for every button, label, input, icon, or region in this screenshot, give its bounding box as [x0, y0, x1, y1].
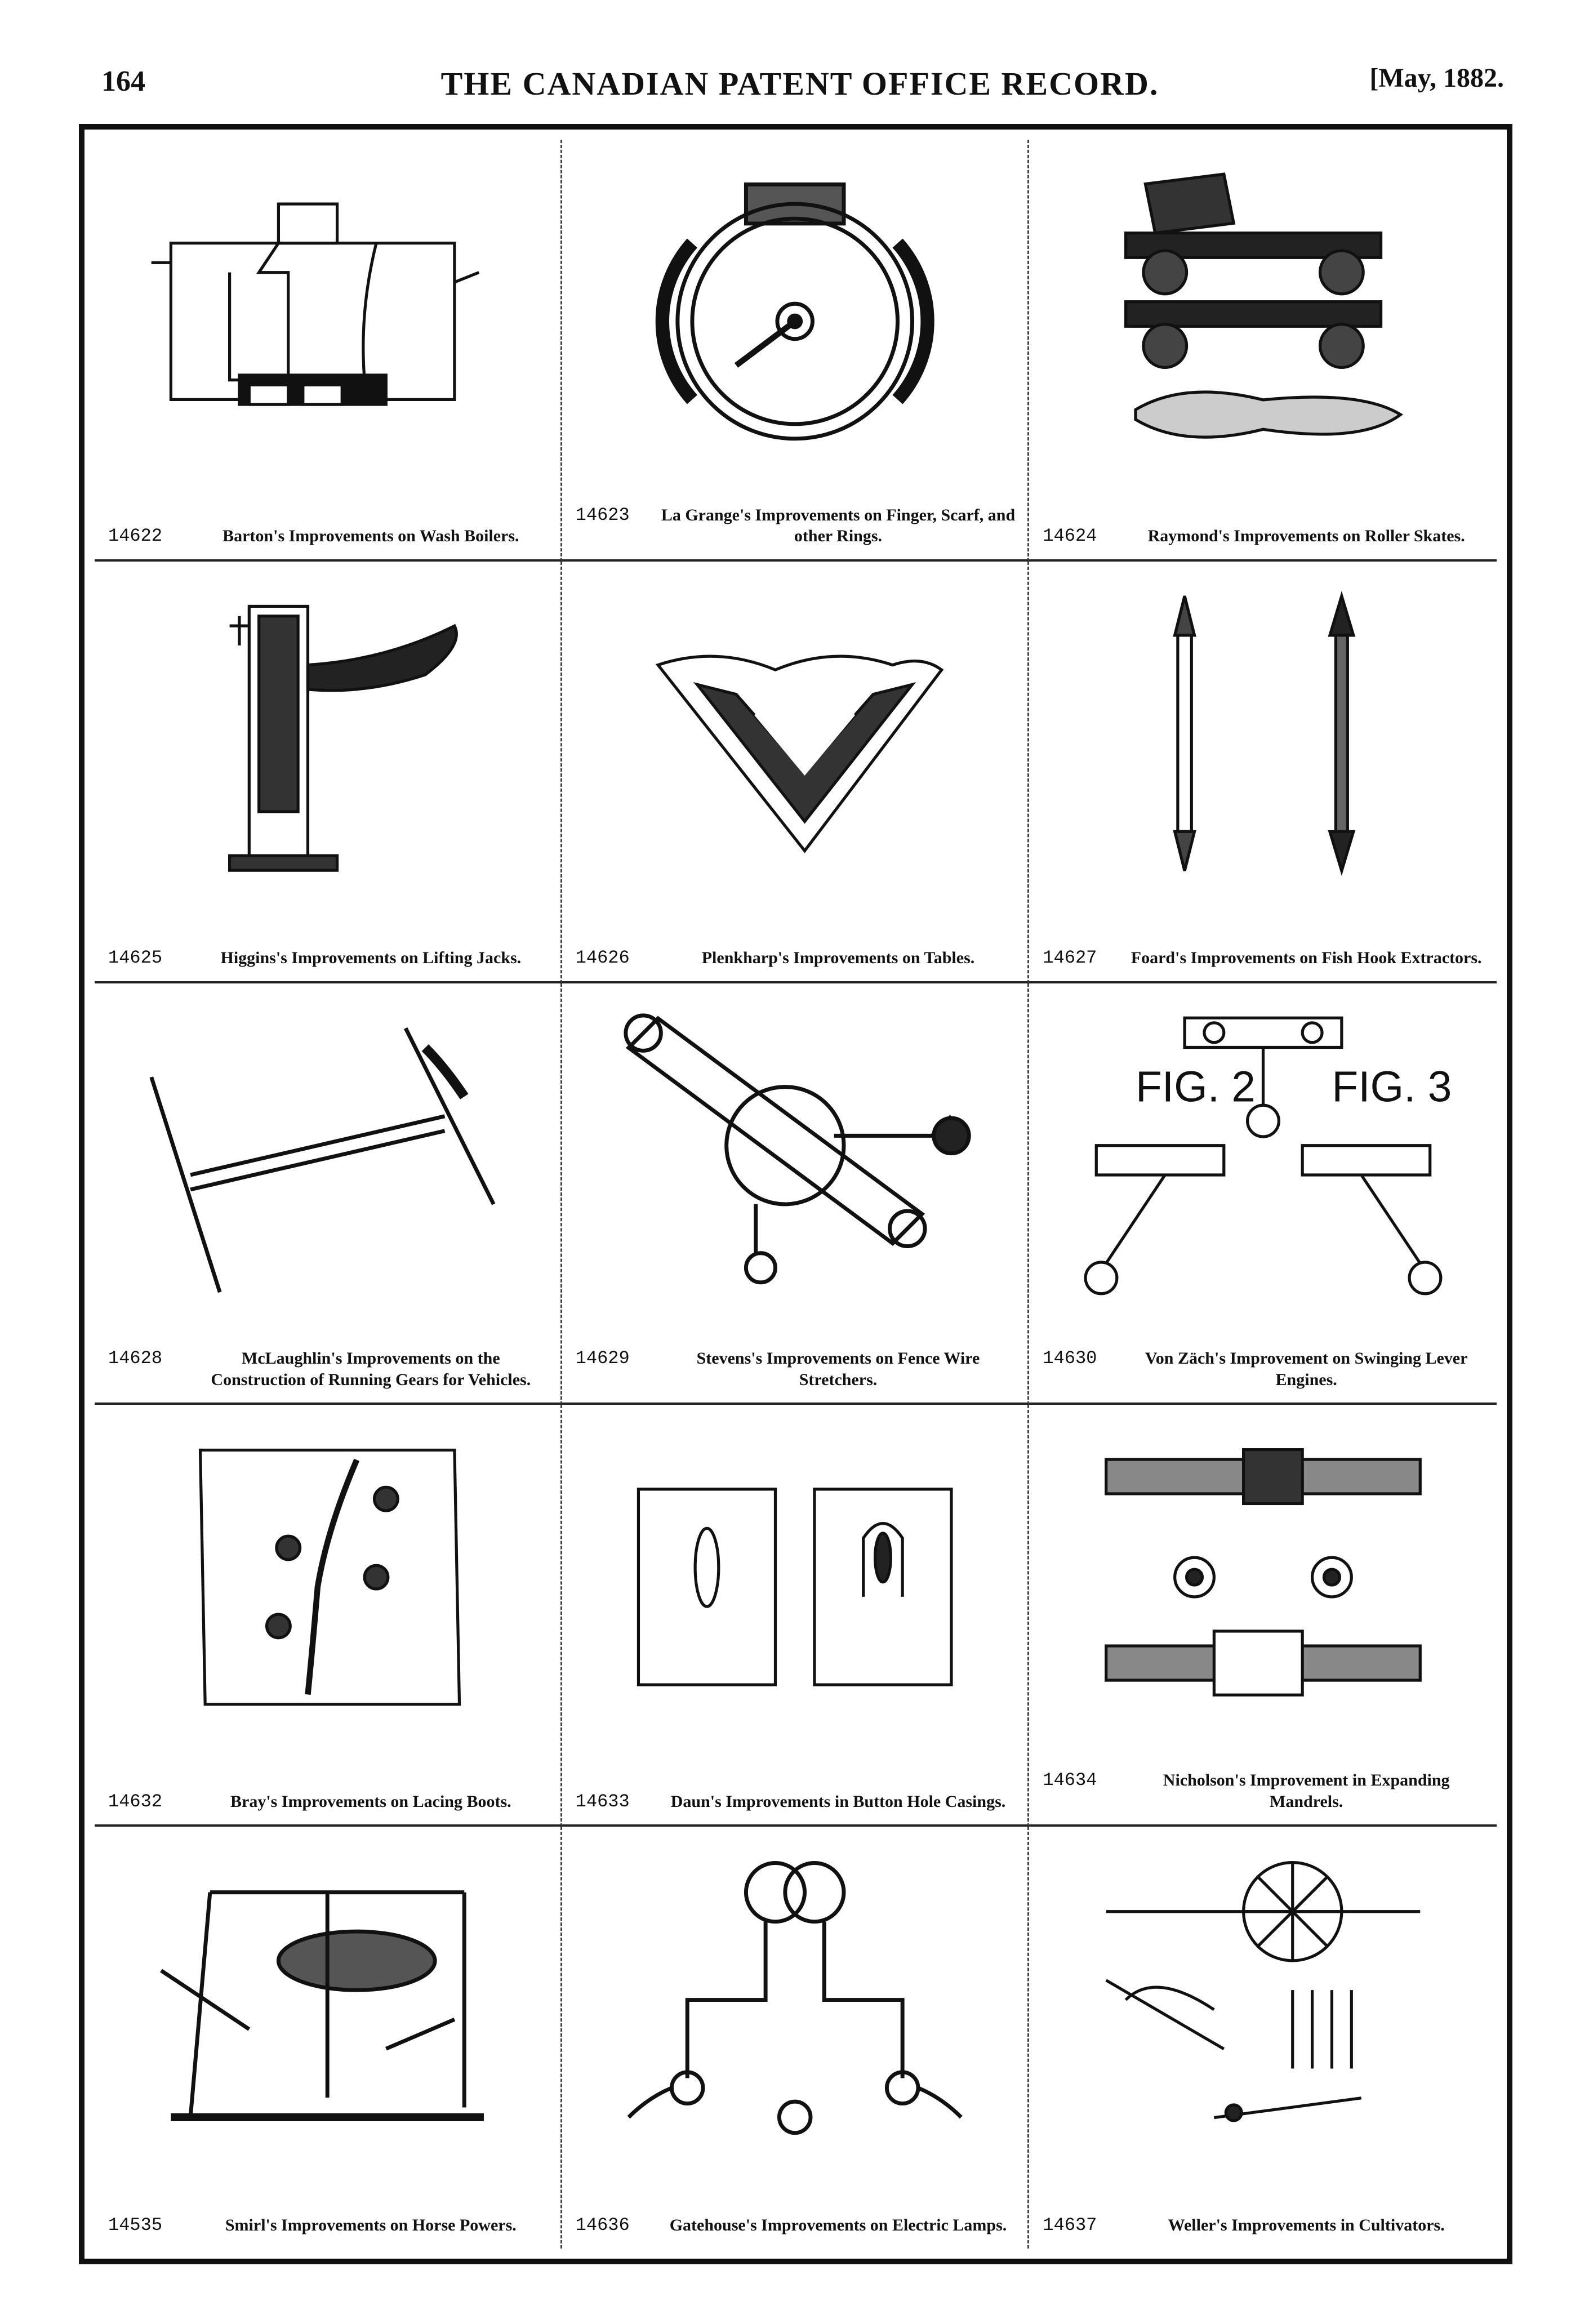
expanding-mandrel-drawing — [1067, 1426, 1459, 1728]
patent-cell: 14628 McLaughlin's Improvements on the C… — [95, 983, 562, 1405]
button-hole-drawing — [599, 1426, 990, 1728]
patent-number: 14630 — [1043, 1348, 1097, 1369]
patent-title: La Grange's Improvements on Finger, Scar… — [661, 505, 1016, 546]
fig-3-label: FIG. 3 — [1332, 1063, 1452, 1111]
patent-title: Nicholson's Improvement in Expanding Man… — [1163, 1771, 1450, 1811]
patent-number: 14637 — [1043, 2215, 1097, 2236]
fish-hook-extractor-drawing — [1067, 582, 1459, 884]
lacing-boot-drawing — [132, 1426, 523, 1728]
issue-date: [May, 1882. — [1369, 63, 1504, 93]
patent-number: 14629 — [575, 1348, 630, 1369]
patent-caption: 14634 Nicholson's Improvement in Expandi… — [1043, 1770, 1485, 1812]
patent-caption: 14630 Von Zäch's Improvement on Swinging… — [1043, 1348, 1485, 1390]
patent-caption: 14535 Smirl's Improvements on Horse Powe… — [108, 2215, 549, 2236]
patent-cell: 14629 Stevens's Improvements on Fence Wi… — [562, 983, 1030, 1405]
patent-title: McLaughlin's Improvements on the Constru… — [211, 1349, 531, 1389]
patent-cell: 14623 La Grange's Improvements on Finger… — [562, 140, 1030, 562]
patent-number: 14625 — [108, 947, 163, 969]
patent-cell: 14622 Barton's Improvements on Wash Boil… — [95, 140, 562, 562]
patent-cell: 14634 Nicholson's Improvement in Expandi… — [1029, 1405, 1497, 1827]
page-title: THE CANADIAN PATENT OFFICE RECORD. — [440, 65, 1159, 102]
patent-cell: 14535 Smirl's Improvements on Horse Powe… — [95, 1827, 562, 2249]
patent-number: 14634 — [1043, 1770, 1097, 1791]
cultivator-drawing — [1067, 1848, 1459, 2152]
table-drawing — [599, 582, 990, 884]
patent-cell: 14633 Daun's Improvements in Button Hole… — [562, 1405, 1030, 1827]
patent-title: Von Zäch's Improvement on Swinging Lever… — [1145, 1349, 1468, 1389]
roller-skate-drawing — [1067, 161, 1459, 462]
patent-number: 14628 — [108, 1348, 163, 1369]
patent-cell: 14636 Gatehouse's Improvements on Electr… — [562, 1827, 1030, 2249]
patent-caption: 14627 Foard's Improvements on Fish Hook … — [1043, 947, 1485, 969]
patent-title: Smirl's Improvements on Horse Powers. — [225, 2216, 517, 2235]
patent-cell: 14637 Weller's Improvements in Cultivato… — [1029, 1827, 1497, 2249]
patent-caption: 14625 Higgins's Improvements on Lifting … — [108, 947, 549, 969]
patent-number: 14622 — [108, 526, 163, 547]
patent-title: Plenkharp's Improvements on Tables. — [701, 949, 975, 968]
patent-number: 14623 — [575, 504, 630, 526]
patent-cell: 14627 Foard's Improvements on Fish Hook … — [1029, 562, 1497, 983]
patent-number: 14632 — [108, 1791, 163, 1812]
patent-cell: 14626 Plenkharp's Improvements on Tables… — [562, 561, 1030, 983]
page-header: 164 THE CANADIAN PATENT OFFICE RECORD. [… — [84, 59, 1515, 121]
running-gear-drawing — [132, 1004, 523, 1306]
patent-caption: 14628 McLaughlin's Improvements on the C… — [108, 1348, 549, 1390]
patent-number: 14535 — [108, 2215, 163, 2236]
patent-number: 14627 — [1043, 947, 1097, 969]
patent-caption: 14633 Daun's Improvements in Button Hole… — [576, 1791, 1017, 1813]
patent-title: Daun's Improvements in Button Hole Casin… — [670, 1792, 1006, 1811]
patent-cell: 14624 Raymond's Improvements on Roller S… — [1029, 140, 1497, 562]
horse-power-drawing — [132, 1848, 523, 2152]
patent-caption: 14624 Raymond's Improvements on Roller S… — [1043, 526, 1485, 547]
patent-caption: 14622 Barton's Improvements on Wash Boil… — [108, 526, 549, 547]
patent-plate: 14622 Barton's Improvements on Wash Boil… — [79, 124, 1512, 2264]
patent-caption: 14637 Weller's Improvements in Cultivato… — [1043, 2215, 1485, 2236]
patent-caption: 14632 Bray's Improvements on Lacing Boot… — [108, 1791, 549, 1813]
patent-cell: 14625 Higgins's Improvements on Lifting … — [95, 561, 562, 983]
patent-number: 14624 — [1043, 526, 1097, 547]
patent-caption: 14629 Stevens's Improvements on Fence Wi… — [576, 1348, 1017, 1390]
patent-title: Bray's Improvements on Lacing Boots. — [230, 1792, 511, 1811]
wash-boiler-drawing — [132, 161, 523, 462]
patent-number: 14633 — [575, 1791, 630, 1812]
patent-number: 14626 — [575, 947, 630, 969]
lifting-jack-drawing — [132, 582, 523, 884]
swinging-lever-engine-drawing: FIG. 2 FIG. 3 — [1067, 1004, 1459, 1306]
patent-cell: 14632 Bray's Improvements on Lacing Boot… — [95, 1405, 562, 1827]
patent-caption: 14623 La Grange's Improvements on Finger… — [576, 505, 1017, 547]
patent-title: Weller's Improvements in Cultivators. — [1168, 2216, 1445, 2235]
patent-title: Stevens's Improvements on Fence Wire Str… — [696, 1349, 980, 1389]
patent-title: Raymond's Improvements on Roller Skates. — [1147, 527, 1465, 546]
ring-drawing — [599, 161, 990, 462]
patent-title: Higgins's Improvements on Lifting Jacks. — [220, 949, 522, 968]
patent-number: 14636 — [575, 2215, 630, 2236]
page-number: 164 — [101, 65, 145, 97]
electric-lamp-drawing — [599, 1848, 990, 2152]
patent-caption: 14626 Plenkharp's Improvements on Tables… — [576, 947, 1017, 969]
patent-cell: FIG. 2 FIG. 3 14630 Von Zäch's Improveme… — [1029, 983, 1497, 1405]
patent-title: Gatehouse's Improvements on Electric Lam… — [669, 2216, 1007, 2235]
wire-stretcher-drawing — [599, 1004, 990, 1306]
patent-title: Foard's Improvements on Fish Hook Extrac… — [1131, 949, 1482, 968]
patent-grid: 14622 Barton's Improvements on Wash Boil… — [95, 140, 1497, 2249]
patent-title: Barton's Improvements on Wash Boilers. — [222, 527, 519, 546]
patent-caption: 14636 Gatehouse's Improvements on Electr… — [576, 2215, 1017, 2236]
fig-2-label: FIG. 2 — [1136, 1063, 1256, 1111]
